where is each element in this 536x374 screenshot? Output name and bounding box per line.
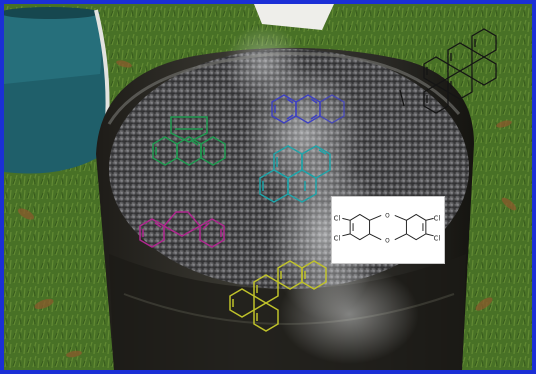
dioxin-structure: Cl Cl Cl Cl O O [334, 213, 441, 245]
cl-label-bottom-right: Cl [434, 235, 441, 243]
o-label-top: O [385, 213, 390, 219]
cl-label-top-right: Cl [434, 214, 441, 222]
acenaphthylene-structure [152, 116, 226, 166]
pyrene-structure [259, 145, 331, 203]
cl-label-bottom-left: Cl [334, 235, 341, 243]
naphthalene-structure [271, 94, 345, 124]
dioxin-structure-box: Cl Cl Cl Cl O O [331, 196, 445, 264]
blue-bucket [4, 7, 110, 174]
fluorene-structure [139, 211, 225, 248]
paper-sheet [254, 4, 334, 30]
o-label-bottom: O [385, 239, 390, 245]
cl-label-top-left: Cl [334, 214, 341, 222]
benzo-a-pyrene-structure [399, 28, 497, 114]
photo-scene [4, 4, 532, 370]
chrysene-structure [229, 260, 327, 332]
